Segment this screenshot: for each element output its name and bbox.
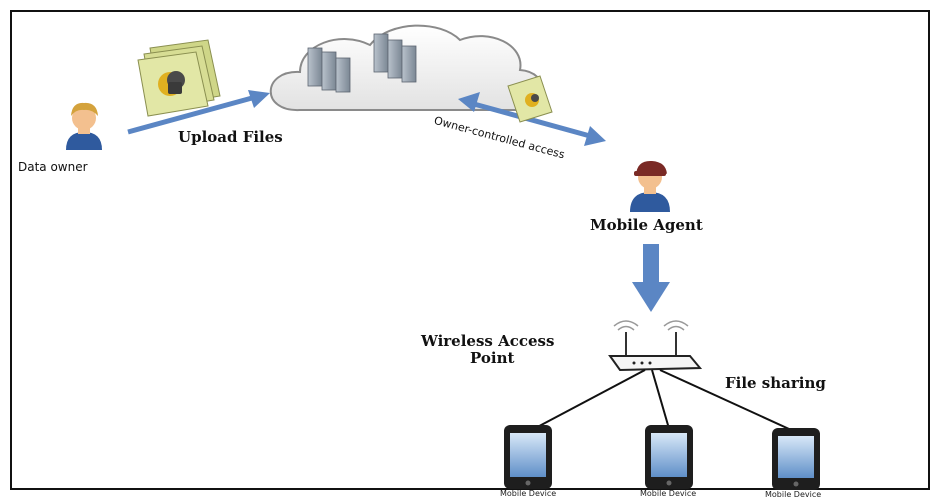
- mobile-device-icon: [504, 425, 552, 489]
- mobile-device-caption: Mobile Device: [500, 489, 557, 498]
- server-icon: [307, 47, 351, 93]
- file-sharing-label: File sharing: [725, 374, 826, 392]
- mobile-device-icon: [645, 425, 693, 489]
- server-icon: [373, 33, 417, 83]
- mobile-agent-icon: [630, 160, 670, 212]
- wireless-access-point-label: Wireless Access: [421, 332, 555, 350]
- upload-arrow: [127, 90, 270, 135]
- encrypted-files-icon: [137, 39, 221, 117]
- mobile-device-caption: Mobile Device: [765, 490, 822, 499]
- network-links: [527, 369, 801, 435]
- access-double-arrow: [458, 92, 606, 146]
- data-owner-icon: [66, 102, 102, 150]
- down-arrow: [632, 244, 670, 312]
- mobile-agent-label: Mobile Agent: [590, 216, 703, 234]
- access-key-document-icon: [507, 75, 553, 123]
- upload-files-label: Upload Files: [178, 128, 283, 146]
- wireless-access-point-label-line2: Point: [470, 349, 515, 367]
- mobile-device-caption: Mobile Device: [640, 489, 697, 498]
- wireless-router-icon: [608, 320, 703, 372]
- data-owner-label: Data owner: [18, 160, 88, 174]
- mobile-device-icon: [772, 428, 820, 490]
